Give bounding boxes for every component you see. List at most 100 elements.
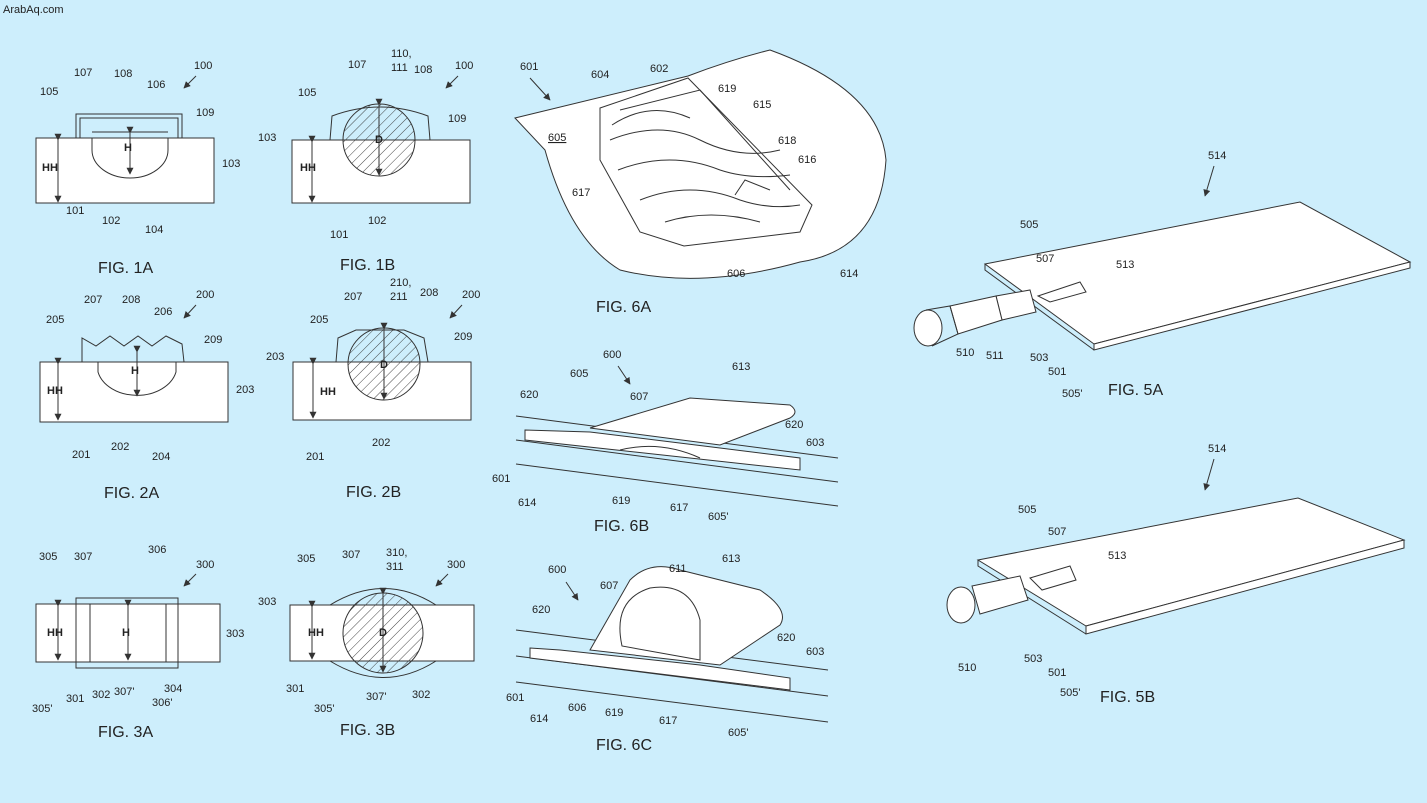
label-617: 617 — [670, 502, 688, 514]
label-505: 505 — [1020, 219, 1038, 231]
caption-fig-5b: FIG. 5B — [1100, 689, 1155, 706]
label-108: 108 — [414, 64, 432, 76]
label-208: 208 — [122, 294, 140, 306]
figure-5a: 514 505 507 513 510 511 503 501 505' FIG… — [913, 150, 1412, 400]
label-619: 619 — [718, 83, 736, 95]
dim-h: H — [131, 365, 139, 377]
label-514: 514 — [1208, 150, 1226, 162]
label-601: 601 — [506, 692, 524, 704]
label-510: 510 — [958, 662, 976, 674]
label-613: 613 — [722, 553, 740, 565]
label-601: 601 — [492, 473, 510, 485]
label-107: 107 — [348, 59, 366, 71]
label-311: 311 — [386, 561, 404, 573]
plate-edge-505p — [1085, 539, 1405, 635]
label-302: 302 — [92, 689, 110, 701]
label-208: 208 — [420, 287, 438, 299]
label-310: 310, — [386, 547, 407, 559]
slot-513 — [1036, 281, 1087, 303]
label-207: 207 — [344, 291, 362, 303]
connector-511 — [995, 289, 1037, 321]
label-620b: 620 — [785, 419, 803, 431]
label-619: 619 — [605, 707, 623, 719]
caption-fig-6b: FIG. 6B — [594, 518, 649, 535]
figure-3b: D HH 305 307 310, 311 303 301 305' 307' … — [258, 547, 475, 739]
cover-inner-108 — [79, 117, 179, 139]
cover-207 — [81, 335, 185, 363]
label-605: 605 — [570, 368, 588, 380]
caption-fig-3a: FIG. 3A — [98, 724, 153, 741]
label-607: 607 — [630, 391, 648, 403]
label-201: 201 — [72, 449, 90, 461]
label-605p: 605' — [728, 727, 748, 739]
label-205: 205 — [310, 314, 328, 326]
figure-3a: H HH 305 307 306 303 302 307' 304 306' 3… — [32, 544, 244, 741]
figure-6a: 601 604 602 619 615 605 618 616 617 606 … — [514, 49, 887, 316]
label-111: 111 — [391, 62, 408, 74]
label-306: 306 — [148, 544, 166, 556]
label-103: 103 — [258, 132, 276, 144]
label-203: 203 — [266, 351, 284, 363]
plug-510-body — [971, 575, 1029, 615]
label-505: 505 — [1018, 504, 1036, 516]
figure-5b: 514 505 507 513 510 503 501 505' FIG. 5B — [946, 443, 1406, 706]
label-305p: 305' — [314, 703, 334, 715]
label-614: 614 — [518, 497, 536, 509]
caption-fig-1a: FIG. 1A — [98, 260, 153, 277]
caption-fig-6c: FIG. 6C — [596, 737, 652, 754]
label-604: 604 — [591, 69, 609, 81]
label-605: 605 — [548, 132, 566, 144]
label-615: 615 — [753, 99, 771, 111]
label-620b: 620 — [777, 632, 795, 644]
label-305: 305 — [297, 553, 315, 565]
label-205: 205 — [46, 314, 64, 326]
label-505p: 505' — [1062, 388, 1082, 400]
label-101: 101 — [330, 229, 348, 241]
label-304: 304 — [164, 683, 182, 695]
caption-fig-2b: FIG. 2B — [346, 484, 401, 501]
label-301: 301 — [66, 693, 84, 705]
label-603: 603 — [806, 437, 824, 449]
label-606: 606 — [727, 268, 745, 280]
plug-510-cap — [946, 586, 976, 624]
label-103: 103 — [222, 158, 240, 170]
label-203: 203 — [236, 384, 254, 396]
label-101: 101 — [66, 205, 84, 217]
label-602: 602 — [650, 63, 668, 75]
label-307p: 307' — [114, 686, 134, 698]
dim-d: D — [375, 134, 383, 146]
label-210: 210, — [390, 277, 411, 289]
label-104: 104 — [145, 224, 163, 236]
label-209: 209 — [454, 331, 472, 343]
dim-d: D — [380, 359, 388, 371]
label-616: 616 — [798, 154, 816, 166]
label-614: 614 — [840, 268, 858, 280]
label-211: 211 — [390, 291, 408, 303]
label-617: 617 — [572, 187, 590, 199]
label-301: 301 — [286, 683, 304, 695]
plate-edge-505p — [1093, 261, 1411, 351]
caption-fig-3b: FIG. 3B — [340, 722, 395, 739]
label-503: 503 — [1024, 653, 1042, 665]
label-603: 603 — [806, 646, 824, 658]
label-202: 202 — [111, 441, 129, 453]
label-601: 601 — [520, 61, 538, 73]
label-501: 501 — [1048, 366, 1066, 378]
label-106: 106 — [147, 79, 165, 91]
label-109: 109 — [196, 107, 214, 119]
ball-611 — [619, 586, 701, 661]
ref-100: 100 — [455, 60, 473, 72]
label-207: 207 — [84, 294, 102, 306]
label-102: 102 — [102, 215, 120, 227]
ref-600: 600 — [603, 349, 621, 361]
label-305p: 305' — [32, 703, 52, 715]
watermark: ArabAq.com — [3, 4, 64, 16]
cover-613 — [589, 397, 796, 446]
label-607: 607 — [600, 580, 618, 592]
ref-300: 300 — [196, 559, 214, 571]
label-110: 110, — [391, 48, 412, 60]
dim-hh: HH — [308, 627, 324, 639]
figure-2a: H HH 205 207 208 206 209 203 202 204 201… — [39, 289, 254, 502]
figure-6b: 600 605 607 613 620 620 603 601 614 619 … — [492, 349, 839, 535]
caption-fig-1b: FIG. 1B — [340, 257, 395, 274]
